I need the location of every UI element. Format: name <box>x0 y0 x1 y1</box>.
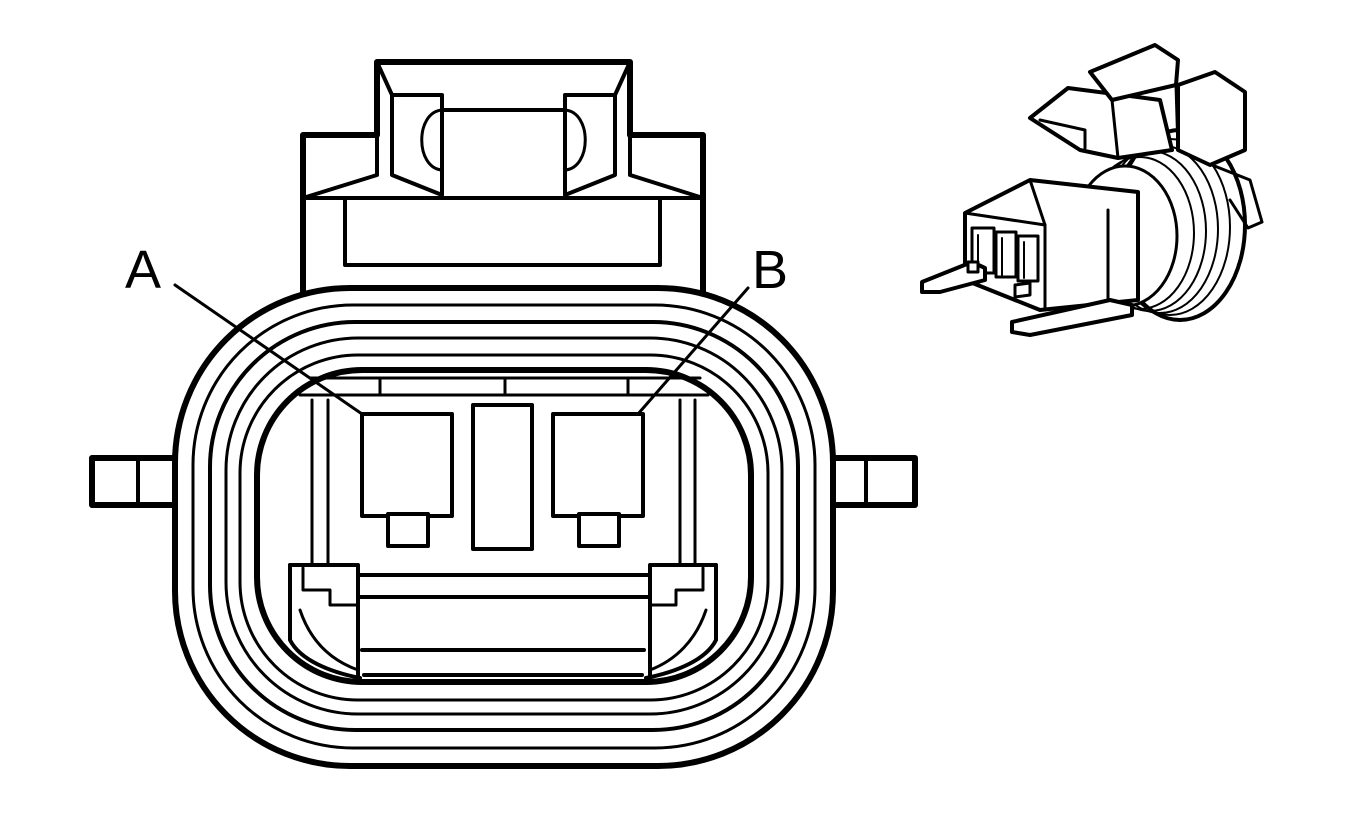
left-mounting-ear <box>89 455 185 508</box>
right-mounting-ear <box>823 455 918 508</box>
connector-isometric-view <box>920 43 1264 337</box>
iso-flanges <box>920 260 1134 337</box>
callout-line-a <box>173 283 364 416</box>
callout-line-b <box>636 286 750 416</box>
iso-lock-tab <box>1028 43 1264 230</box>
terminal-cavity-b <box>551 412 645 548</box>
label-terminal-b: B <box>752 240 788 300</box>
cavity-details <box>298 376 710 567</box>
locking-tab <box>300 59 706 301</box>
iso-front-block <box>963 178 1140 312</box>
label-terminal-a: A <box>125 240 161 300</box>
terminal-cavity-a <box>360 412 454 548</box>
center-key <box>471 403 534 551</box>
bottom-latch <box>288 563 718 680</box>
connector-face-view <box>89 59 918 769</box>
